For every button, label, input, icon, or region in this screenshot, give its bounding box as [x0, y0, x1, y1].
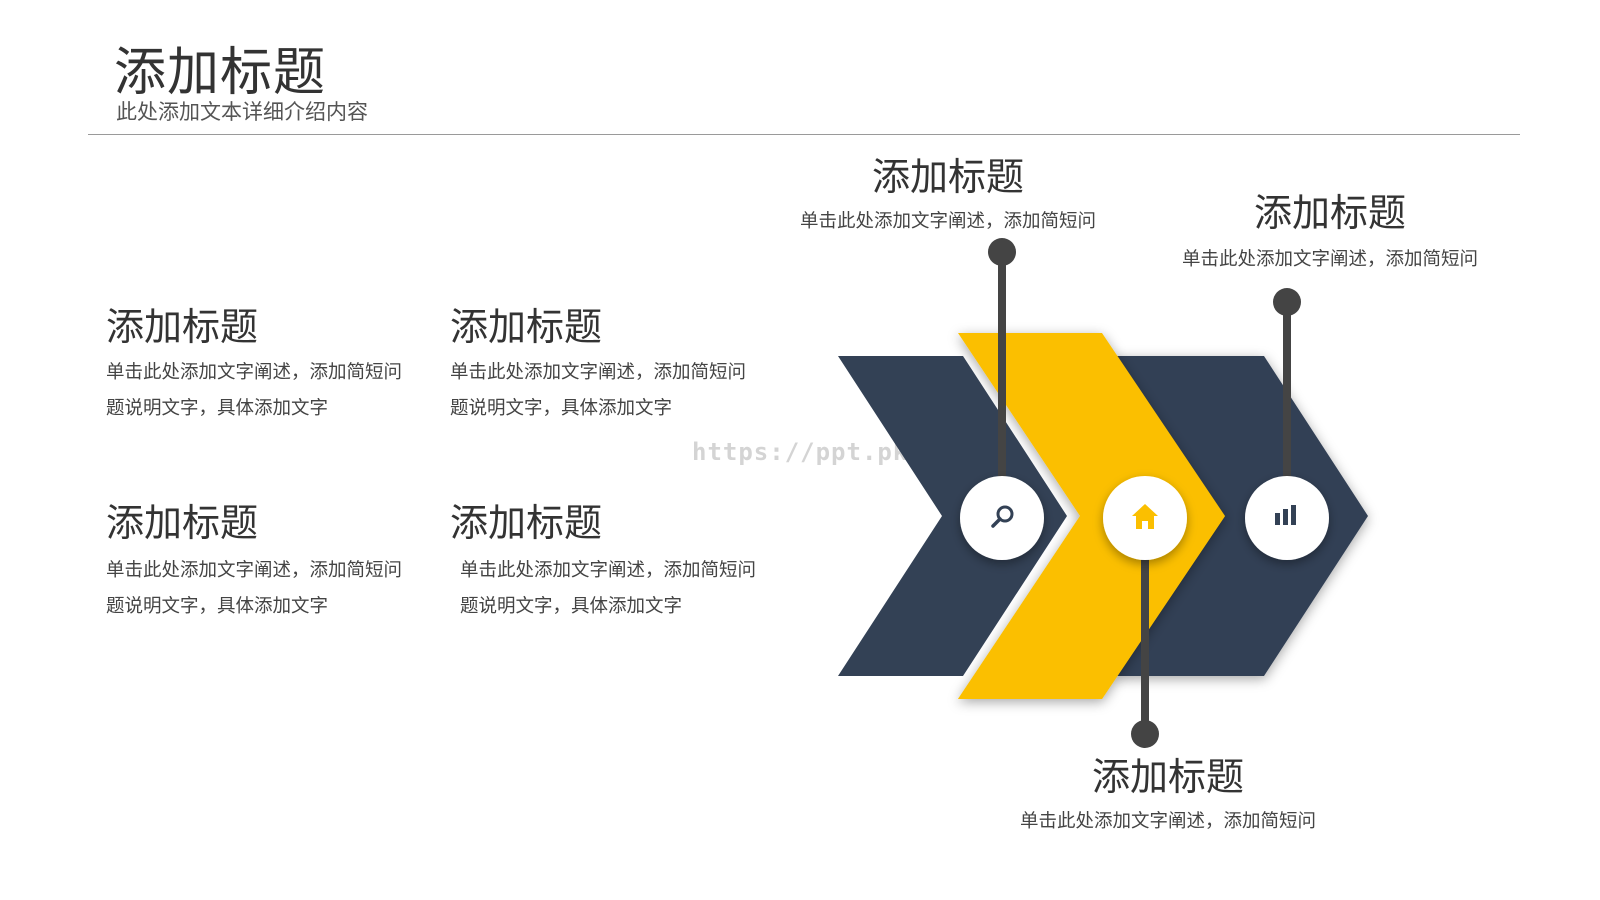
callout-top: 添加标题 单击此处添加文字阐述，添加简短问	[780, 146, 1116, 233]
callout-top-right: 添加标题 单击此处添加文字阐述，添加简短问	[1162, 182, 1498, 271]
block-title: 添加标题	[106, 305, 259, 349]
pin-head-2	[1131, 720, 1159, 748]
chevron-middle-front	[958, 516, 1225, 699]
block-line-2: 题说明文字，具体添加文字	[460, 596, 683, 617]
callout-body: 单击此处添加文字阐述，添加简短问	[799, 211, 1096, 232]
callout-title: 添加标题	[1253, 191, 1406, 235]
block-line-1: 单击此处添加文字阐述，添加简短问	[106, 362, 403, 383]
pin-head-3	[1273, 288, 1301, 316]
text-block-3: 添加标题 单击此处添加文字阐述，添加简短问 题说明文字，具体添加文字	[106, 492, 402, 625]
block-line-1: 单击此处添加文字阐述，添加简短问	[450, 362, 747, 383]
callout-body: 单击此处添加文字阐述，添加简短问	[1019, 811, 1316, 832]
block-line-1: 单击此处添加文字阐述，添加简短问	[106, 560, 403, 581]
block-title: 添加标题	[450, 501, 603, 545]
block-line-2: 题说明文字，具体添加文字	[106, 398, 329, 419]
block-line-2: 题说明文字，具体添加文字	[106, 596, 329, 617]
page-subtitle: 此处添加文本详细介绍内容	[116, 100, 368, 124]
header-divider	[88, 134, 1520, 135]
search-icon	[991, 505, 1014, 528]
block-line-1: 单击此处添加文字阐述，添加简短问	[460, 560, 757, 581]
text-block-2: 添加标题 单击此处添加文字阐述，添加简短问 题说明文字，具体添加文字	[450, 296, 746, 427]
block-title: 添加标题	[106, 501, 259, 545]
node-circle-1	[960, 476, 1044, 560]
text-block-1: 添加标题 单击此处添加文字阐述，添加简短问 题说明文字，具体添加文字	[106, 296, 402, 427]
callout-bottom: 添加标题 单击此处添加文字阐述，添加简短问	[1000, 746, 1336, 833]
callout-title: 添加标题	[871, 155, 1024, 199]
home-icon	[1132, 504, 1158, 529]
chevron-right	[1115, 356, 1368, 676]
callout-body: 单击此处添加文字阐述，添加简短问	[1181, 249, 1478, 270]
pin-head-1	[988, 238, 1016, 266]
bar-chart-icon	[1275, 505, 1296, 525]
chevron-left	[838, 356, 1067, 676]
block-line-2: 题说明文字，具体添加文字	[450, 398, 673, 419]
callout-title: 添加标题	[1091, 755, 1244, 799]
block-title: 添加标题	[450, 305, 603, 349]
text-block-4: 添加标题 单击此处添加文字阐述，添加简短问 题说明文字，具体添加文字	[450, 492, 756, 625]
page-title: 添加标题	[114, 43, 327, 103]
